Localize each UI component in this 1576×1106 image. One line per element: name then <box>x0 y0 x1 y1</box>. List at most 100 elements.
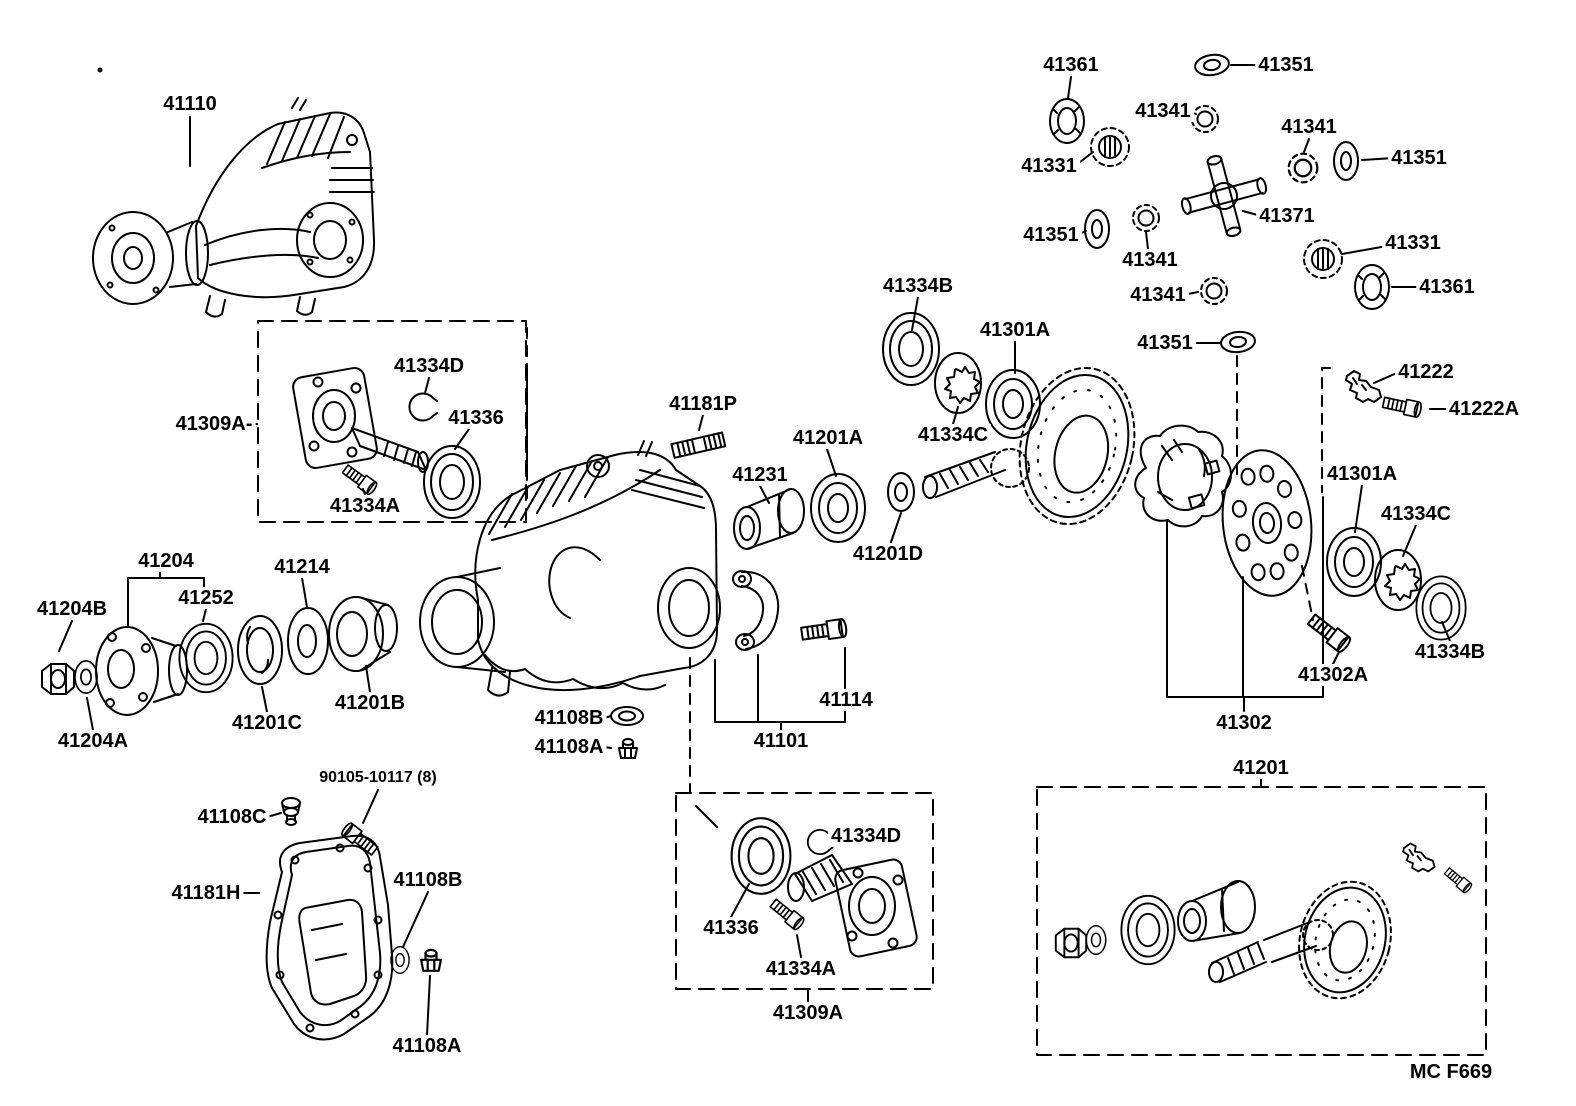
part-label-41201d: 41201D <box>849 543 927 565</box>
part-41108b-gasket-drawing <box>610 706 644 726</box>
part-label-41204b: 41204B <box>33 598 111 620</box>
part-pinion-spacer-drawing <box>1177 880 1256 942</box>
part-41371-spider-drawing <box>1180 154 1268 238</box>
part-label-41231: 41231 <box>729 464 791 486</box>
part-41204a-washer-drawing <box>74 659 98 695</box>
part-label-41334d-a: 41334D <box>390 355 468 377</box>
part-41108a-plug2-drawing <box>420 948 442 972</box>
part-label-41204a: 41204A <box>54 730 132 752</box>
part-label-41336-a: 41336 <box>445 407 507 429</box>
part-label-41214: 41214 <box>271 556 333 578</box>
assembly-boxes <box>257 320 1487 1056</box>
part-41204-flange-drawing <box>95 626 188 716</box>
part-41201b-bearing-drawing <box>328 596 398 672</box>
part-label-41351-a: 41351 <box>1255 54 1317 76</box>
part-41181p-stud-drawing <box>670 431 727 459</box>
part-41222a-bolt-drawing <box>1381 394 1424 419</box>
part-41334a-bolt-drawing <box>340 462 380 497</box>
part-41108a-plug-drawing <box>618 738 638 759</box>
part-label-41341-c: 41341 <box>1119 249 1181 271</box>
part-label-41252: 41252 <box>175 587 237 609</box>
part-label-41201b: 41201B <box>331 692 409 714</box>
dashed-leaders <box>526 327 1331 793</box>
part-label-41334c-a: 41334C <box>914 424 992 446</box>
part-41214-washer-drawing <box>287 607 329 675</box>
part-label-41101: 41101 <box>750 730 812 752</box>
box-label-41309a-bottom: 41309A <box>769 1002 847 1024</box>
part-label-41351-b: 41351 <box>1388 147 1450 169</box>
part-label-41204: 41204 <box>135 550 197 572</box>
part-41231-spacer-drawing <box>733 488 805 550</box>
part-41334b-seal2-drawing <box>1415 575 1467 641</box>
part-label-41331-a: 41331 <box>1018 155 1080 177</box>
part-41204b-nut-drawing <box>41 663 75 695</box>
part-41114-bolt-drawing <box>799 617 849 644</box>
part-41302-diff-case-drawing <box>1134 424 1232 528</box>
part-label-41351-d: 41351 <box>1134 332 1196 354</box>
part-label-41108a-a: 41108A <box>531 736 607 758</box>
part-label-41181p: 41181P <box>666 393 740 415</box>
part-diff-case-cover-drawing <box>1221 449 1313 597</box>
part-41301a-bearing2-drawing <box>1326 527 1382 597</box>
part-label-41201a: 41201A <box>789 427 867 449</box>
part-41336-seal-drawing <box>423 445 481 519</box>
part-label-41341-b: 41341 <box>1278 116 1340 138</box>
part-label-41201c: 41201C <box>228 712 306 734</box>
part-bearing-cap-drawing <box>732 570 780 651</box>
part-label-41361-a: 41361 <box>1040 54 1102 76</box>
part-label-41341-d: 41341 <box>1127 284 1189 306</box>
part-pinion-washer-drawing <box>1085 925 1107 955</box>
part-label-41334d-b: 41334D <box>827 825 905 847</box>
part-label-41110: 41110 <box>160 93 220 115</box>
part-label-41114: 41114 <box>816 689 876 711</box>
part-41334a-bolt2-drawing <box>767 896 807 932</box>
part-label-41301a-a: 41301A <box>976 319 1054 341</box>
part-41201a-bearing-drawing <box>810 473 866 543</box>
solid-reference-lines <box>526 369 718 828</box>
part-41336-seal2-drawing <box>730 817 792 895</box>
part-41252-deflector-drawing <box>178 622 234 694</box>
part-41110-final-drive-drawing <box>92 97 376 318</box>
box-label-41309a-top: 41309A- <box>172 413 256 435</box>
part-41101-carrier-drawing <box>419 440 721 697</box>
box-41201 <box>1036 786 1487 1056</box>
part-label-41371: 41371 <box>1256 205 1318 227</box>
differential-gear-kit-drawings <box>1049 51 1390 355</box>
part-label-41302a: 41302A <box>1294 664 1372 686</box>
part-41334b-seal-drawing <box>882 312 940 386</box>
part-41334c-washer2-drawing <box>1374 549 1422 611</box>
part-41201c-seal-drawing <box>237 615 283 685</box>
part-label-41331-b: 41331 <box>1382 232 1444 254</box>
part-label-41351-c: 41351 <box>1020 224 1082 246</box>
part-label-41334b-a: 41334B <box>879 275 957 297</box>
part-41201-gear-set-drawing <box>1208 842 1474 1000</box>
part-label-41336-b: 41336 <box>700 917 762 939</box>
part-label-41334c-b: 41334C <box>1377 503 1455 525</box>
part-label-41222: 41222 <box>1395 361 1457 383</box>
part-41334d-snapring-drawing <box>408 392 438 422</box>
box-label-41201: 41201 <box>1230 757 1292 779</box>
part-side-flange-bottom-drawing <box>787 854 918 958</box>
part-label-41302: 41302 <box>1213 712 1275 734</box>
part-label-41108c: 41108C <box>194 806 270 828</box>
part-label-41361-b: 41361 <box>1416 276 1478 298</box>
part-drive-pinion-ring-gear-drawing <box>922 367 1136 525</box>
part-pinion-nut-drawing <box>1054 927 1088 959</box>
part-label-41222a: 41222A <box>1445 398 1523 420</box>
part-label-41108a-b: 41108A <box>389 1035 465 1057</box>
part-label-41108b-b: 41108B <box>390 869 466 891</box>
part-label-90105-10117: 90105-10117 (8) <box>316 769 440 787</box>
part-label-41108b-a: 41108B <box>531 707 607 729</box>
part-label-41181h: 41181H <box>168 882 244 904</box>
part-side-flange-top-drawing <box>292 367 429 473</box>
part-label-41334b-b: 41334B <box>1411 641 1489 663</box>
part-41334c-washer-drawing <box>934 352 982 414</box>
part-41201d-washer-drawing <box>887 472 915 512</box>
scan-speck <box>97 67 103 73</box>
part-41301a-bearing-drawing <box>985 369 1041 439</box>
part-90105-bolt-drawing <box>339 820 381 858</box>
part-label-41334a-b: 41334A <box>762 958 840 980</box>
figure-code: MC F669 <box>1406 1061 1496 1083</box>
